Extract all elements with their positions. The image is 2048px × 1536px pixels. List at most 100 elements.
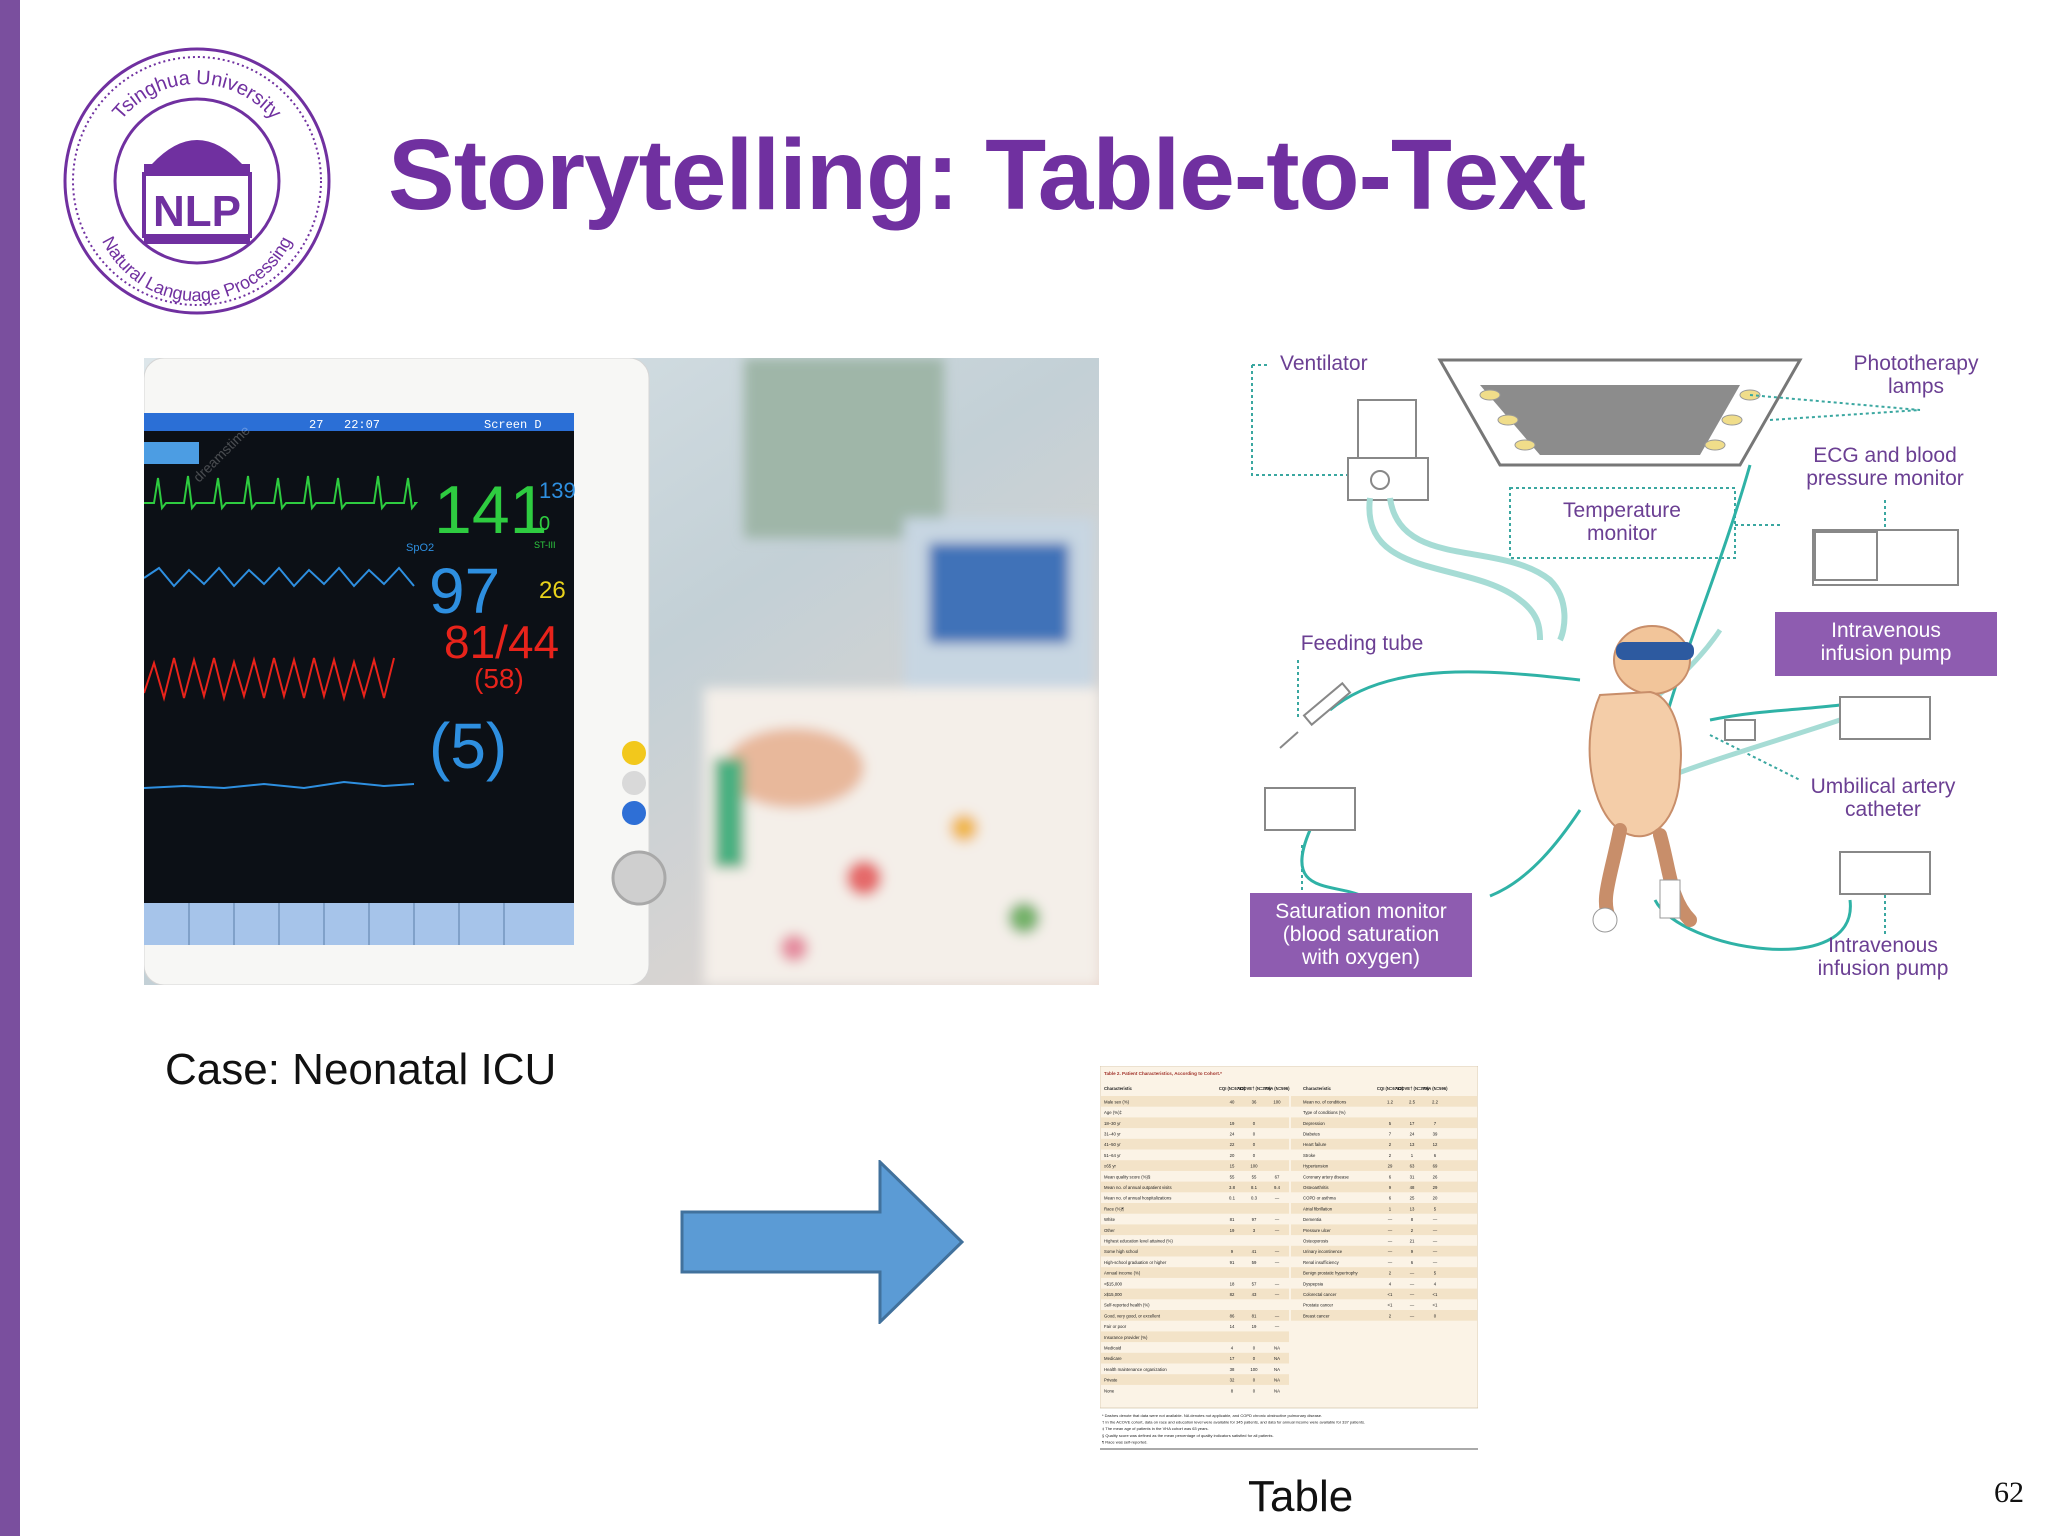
label-phototherapy-1: Phototherapy [1854,352,1979,375]
svg-text:Tsinghua University: Tsinghua University [108,67,285,124]
monitor-spo2: 97 [429,555,500,627]
table-right-cell: Type of conditions (%) [1303,1110,1346,1115]
table-right-header: VHA (N=596) [1422,1086,1448,1091]
table-left-cell: 19 [1230,1228,1235,1233]
table-left-cell: — [1275,1281,1280,1286]
table-left-cell: 24 [1230,1132,1235,1137]
table-left-cell: NA [1274,1388,1280,1393]
table-right-cell: Renal insufficiency [1303,1260,1340,1265]
table-right-row-band [1291,1117,1477,1129]
table-left-cell: 0 [1253,1346,1256,1351]
table-left-row-band [1101,1138,1289,1150]
table-left-cell: 32 [1230,1378,1235,1383]
monitor-side-low: 26 [539,577,566,604]
table-footnote: † In the ACOVE cohort, data on race and … [1102,1420,1365,1425]
table-right-cell: 25 [1410,1196,1415,1201]
table-left-cell: Medicare [1104,1356,1122,1361]
table-left-cell: — [1275,1324,1280,1329]
table-left-cell: 55 [1252,1174,1257,1179]
table-right-row-band [1291,1160,1477,1171]
label-ecg-1: ECG and blood [1813,444,1957,467]
table-left-row-band [1101,1203,1289,1214]
table-left-cell: 18–30 yr [1104,1121,1121,1126]
table-left-row-band [1101,1267,1289,1278]
table-left-cell: Annual income (%) [1104,1271,1141,1276]
table-right-cell: 6 [1389,1196,1392,1201]
table-right-cell: — [1410,1303,1415,1308]
table-left-cell: 0 [1253,1121,1256,1126]
table-right-cell: — [1388,1260,1393,1265]
table-right-cell: Coronary artery disease [1303,1174,1349,1179]
label-umbilical-1: Umbilical artery [1811,775,1956,798]
table-right-cell: 13 [1410,1206,1415,1211]
table-right-cell: 31 [1410,1174,1415,1179]
table-left-cell: Age (%)‡ [1104,1110,1123,1115]
neonatal-icu-photo: 27 22:07 Screen D 141 139 0 ST-III SpO2 … [144,358,1099,985]
table-left-cell: 43 [1252,1292,1257,1297]
table-left-row-band [1101,1288,1289,1300]
table-right-row-band [1291,1245,1477,1257]
table-left-cell: 20 [1230,1153,1235,1158]
case-label: Case: Neonatal ICU [165,1045,557,1094]
table-left-cell: 41–50 yr [1104,1142,1121,1147]
table-right-cell: Mean no. of conditions [1303,1099,1346,1104]
table-right-cell: 2.5 [1409,1099,1416,1104]
table-right-cell: — [1433,1228,1438,1233]
table-right-cell: <1 [1433,1292,1439,1297]
table-left-cell: Good, very good, or excellent [1104,1313,1161,1318]
table-right-cell: 4 [1434,1281,1437,1286]
table-right-cell: COPD or asthma [1303,1196,1336,1201]
table-right-cell: Heart failure [1303,1142,1327,1147]
table-left-cell: 51–64 yr [1104,1153,1121,1158]
table-right-cell: Prostate cancer [1303,1303,1334,1308]
table-right-cell: 1 [1411,1153,1414,1158]
table-right-cell: 4 [1389,1281,1392,1286]
table-left-cell: 22 [1230,1142,1235,1147]
table-left-cell: — [1275,1249,1280,1254]
nicu-equipment-diagram: Ventilator Phototherapy lamps ECG and bl… [1250,352,1997,980]
table-left-cell: 31–40 yr [1104,1132,1121,1137]
table-left-cell: 8 [1231,1388,1234,1393]
table-right-row-band [1291,1288,1477,1300]
table-right-header: CQI (N=6712) [1377,1086,1404,1091]
table-right-cell: — [1388,1217,1393,1222]
table-right-row-band [1291,1096,1477,1107]
table-left-cell: Male sex (%) [1104,1099,1130,1104]
table-right-cell: — [1410,1281,1415,1286]
table-right-cell: <1 [1388,1303,1394,1308]
table-left-cell: 100 [1250,1164,1258,1169]
label-iv-pump-bottom-2: infusion pump [1818,957,1949,980]
table-right-cell: 5 [1434,1271,1437,1276]
label-ventilator: Ventilator [1280,352,1368,375]
table-left-cell: Mean no. of annual outpatient visits [1104,1185,1172,1190]
table-left-cell: 0.3 [1251,1196,1258,1201]
table-left-row-band [1101,1117,1289,1129]
table-left-cell: 17 [1230,1356,1235,1361]
table-left-cell: 18 [1230,1281,1235,1286]
label-iv-pump-top-1: Intravenous [1831,619,1941,642]
table-right-cell: Breast cancer [1303,1313,1330,1318]
table-right-cell: — [1433,1260,1438,1265]
table-right-cell: <1 [1433,1303,1439,1308]
table-left-cell: 36 [1252,1099,1257,1104]
table-right-cell: — [1388,1249,1393,1254]
left-accent-bar [0,0,20,1536]
monitor-heart-rate: 141 [434,472,547,548]
monitor-bp-mean: (58) [474,663,524,694]
table-left-cell: Medicaid [1104,1346,1122,1351]
table-left-cell: 82 [1230,1292,1235,1297]
table-right-cell: Hypertension [1303,1164,1329,1169]
table-left-cell: — [1275,1228,1280,1233]
table-right-cell: Stroke [1303,1153,1316,1158]
table-left-cell: 41 [1252,1249,1257,1254]
table-left-cell: 38 [1230,1367,1235,1372]
table-right-row-band [1291,1224,1477,1236]
table-label: Table [1248,1472,1354,1521]
table-left-cell: NA [1274,1378,1280,1383]
table-right-header: Characteristic [1303,1086,1332,1091]
table-left-cell: 40 [1230,1099,1235,1104]
monitor-header-time: 22:07 [344,418,380,432]
slide-title: Storytelling: Table-to-Text [388,119,1586,231]
table-right-cell: 21 [1410,1239,1415,1244]
table-left-cell: 0.1 [1229,1196,1236,1201]
